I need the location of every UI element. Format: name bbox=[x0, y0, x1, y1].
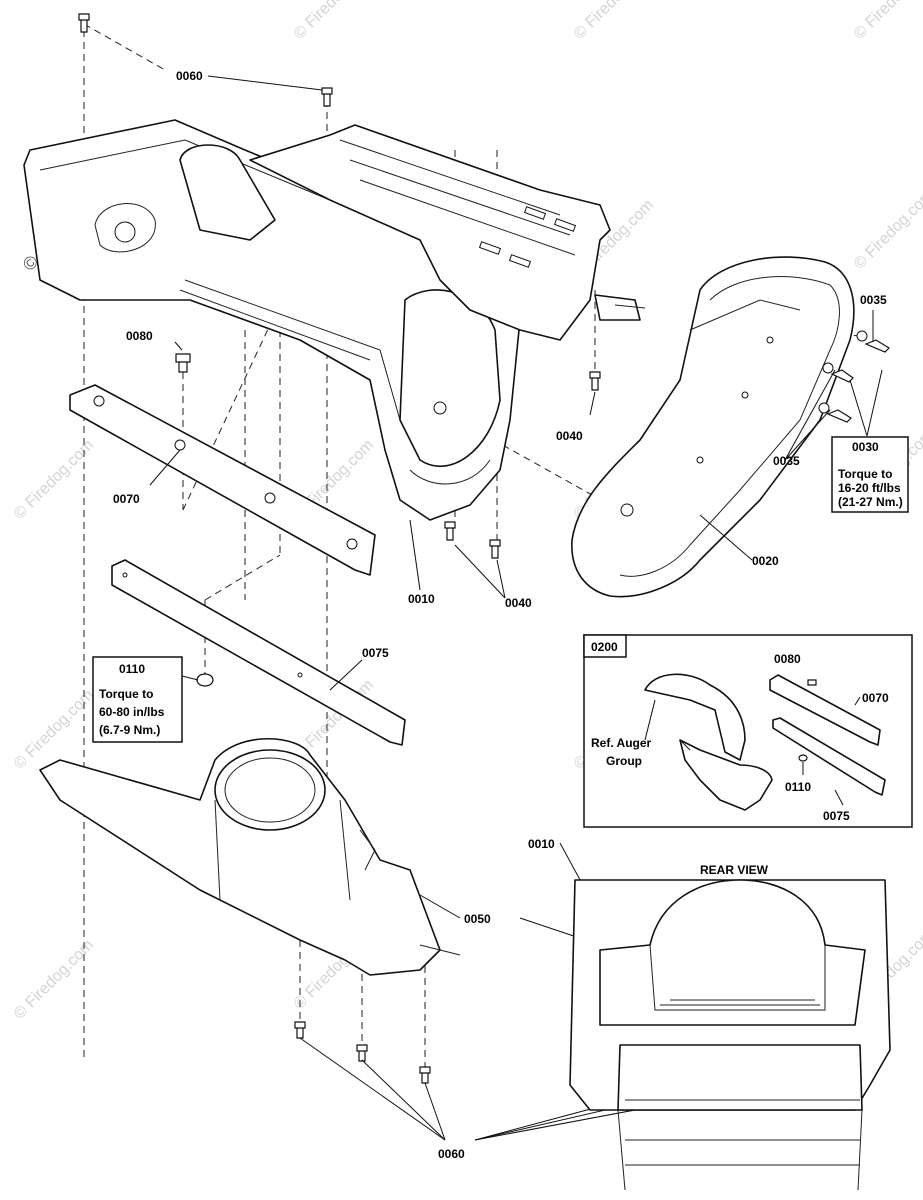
torque-note-0030-line-2: 16-20 ft/lbs bbox=[838, 481, 901, 495]
watermark: © Firedog.com bbox=[571, 0, 657, 43]
notes: Torque to 16-20 ft/lbs (21-27 Nm.) Torqu… bbox=[99, 467, 903, 877]
torque-note-box-0110 bbox=[92, 656, 183, 743]
rear-view-title: REAR VIEW bbox=[700, 863, 769, 877]
bolt-icon bbox=[78, 13, 90, 33]
part-label-0010: 0010 bbox=[408, 592, 435, 606]
bolt-icon bbox=[321, 87, 333, 107]
ref-auger-line-1: Ref. Auger bbox=[591, 736, 652, 750]
part-label-0035: 0035 bbox=[773, 454, 800, 468]
bolt-icon bbox=[175, 353, 191, 373]
bolt-icon bbox=[589, 371, 601, 391]
bolt-icon bbox=[294, 1021, 306, 1039]
side-cover bbox=[571, 256, 855, 598]
bolt-icon bbox=[807, 679, 817, 686]
bolt-icon bbox=[489, 539, 501, 559]
nut-icon bbox=[798, 754, 808, 762]
watermark: © Firedog.com bbox=[851, 186, 923, 272]
torque-note-box-0030 bbox=[831, 436, 909, 513]
part-label-0035: 0035 bbox=[860, 293, 887, 307]
part-label-0080: 0080 bbox=[126, 329, 153, 343]
ref-auger-line-2: Group bbox=[606, 754, 642, 768]
torque-note-0110-line-2: 60-80 in/lbs bbox=[99, 705, 165, 719]
part-label-0040: 0040 bbox=[556, 429, 583, 443]
bolt-icon bbox=[830, 369, 854, 383]
bolt-icon bbox=[419, 1066, 431, 1084]
part-label-0080: 0080 bbox=[774, 652, 801, 666]
watermark: © Firedog.com bbox=[291, 0, 377, 43]
part-label-0075: 0075 bbox=[823, 809, 850, 823]
part-label-0050: 0050 bbox=[464, 912, 491, 926]
part-label-0075: 0075 bbox=[362, 646, 389, 660]
part-label-0110: 0110 bbox=[119, 662, 145, 676]
part-label-0010: 0010 bbox=[528, 837, 555, 851]
bolt-icon bbox=[356, 1044, 368, 1062]
watermark: © Firedog.com bbox=[851, 0, 923, 43]
strip-0075 bbox=[111, 559, 406, 746]
torque-note-0110-line-1: Torque to bbox=[99, 687, 153, 701]
inset-tag bbox=[583, 634, 627, 658]
rear-view bbox=[569, 879, 891, 1191]
torque-note-0110-line-3: (6.7-9 Nm.) bbox=[99, 723, 160, 737]
part-label-0040: 0040 bbox=[505, 596, 532, 610]
fasteners bbox=[78, 13, 890, 1084]
nut-icon bbox=[196, 673, 214, 687]
lower-chute bbox=[39, 737, 461, 976]
part-label-0110: 0110 bbox=[785, 780, 811, 794]
part-label-0030: 0030 bbox=[852, 440, 879, 454]
bolt-icon bbox=[864, 339, 890, 353]
frame-assembly bbox=[249, 124, 646, 341]
part-label-0060: 0060 bbox=[176, 69, 203, 83]
part-label-0060: 0060 bbox=[438, 1147, 465, 1161]
part-label-0020: 0020 bbox=[752, 554, 779, 568]
bolt-icon bbox=[826, 409, 852, 423]
inset-0200 bbox=[583, 634, 913, 828]
part-label-0070: 0070 bbox=[862, 691, 889, 705]
part-label-0070: 0070 bbox=[113, 492, 140, 506]
plate-0070 bbox=[69, 384, 376, 576]
part-labels: 0060 0080 0035 0040 0035 0030 0070 0020 … bbox=[113, 69, 889, 1161]
bolt-icon bbox=[444, 521, 456, 541]
torque-note-0030-line-1: Torque to bbox=[838, 467, 892, 481]
part-label-0200: 0200 bbox=[591, 640, 618, 654]
torque-note-0030-line-3: (21-27 Nm.) bbox=[838, 495, 903, 509]
